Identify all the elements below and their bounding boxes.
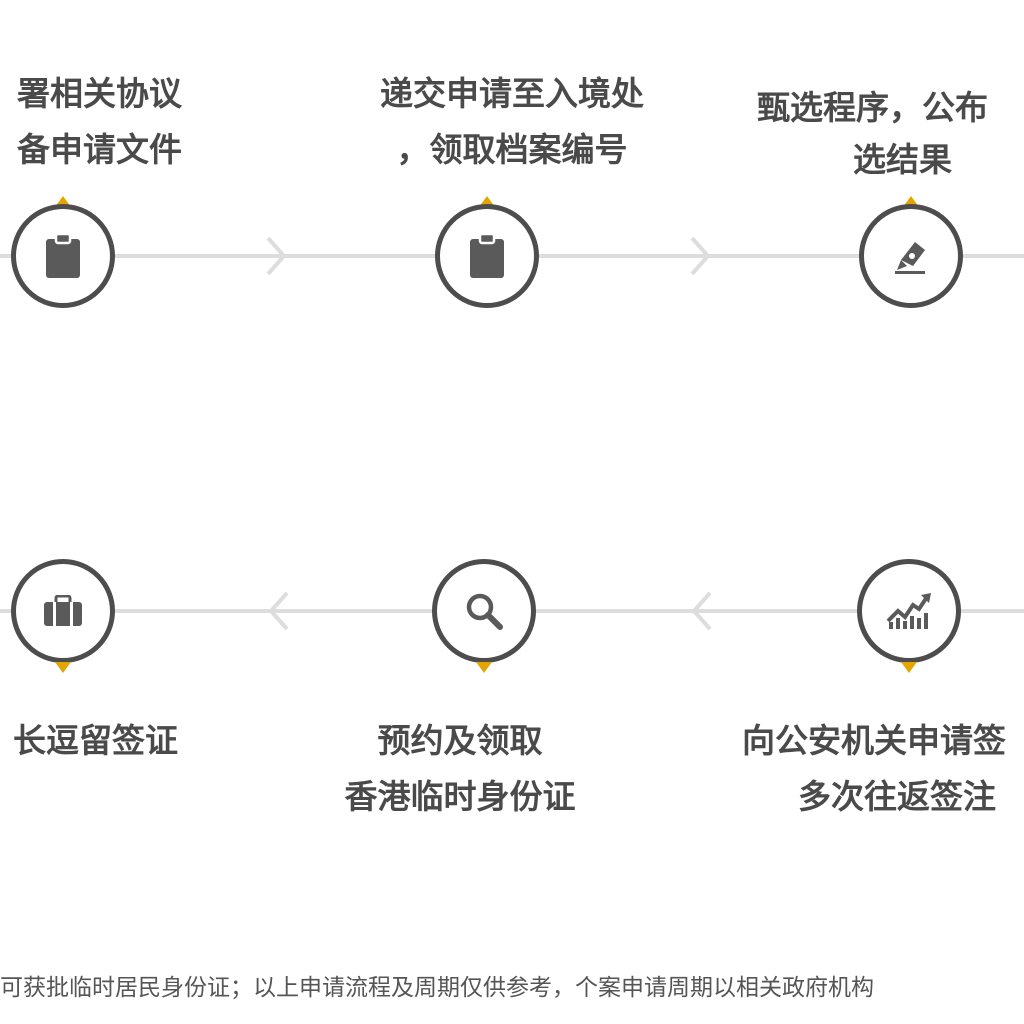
magnifier-icon bbox=[466, 593, 503, 630]
step-4-label: 向公安机关申请签 多次往返签注 bbox=[742, 713, 1006, 825]
step-4-label-line-1: 向公安机关申请签 bbox=[742, 721, 1006, 760]
step-6-label: 长逗留签证 bbox=[13, 713, 178, 769]
signing-pen-icon bbox=[895, 242, 925, 274]
step-6-node bbox=[11, 559, 115, 663]
step-1-label-line-2: 备申请文件 bbox=[17, 130, 182, 169]
footnote: 可获批临时居民身份证；以上申请流程及周期仅供参考，个案申请周期以相关政府机构 bbox=[0, 975, 874, 1001]
step-2-label: 递交申请至入境处 ，领取档案编号 bbox=[360, 66, 664, 178]
step-2-label-line-2: ，领取档案编号 bbox=[396, 130, 628, 169]
clipboard-icon bbox=[46, 233, 80, 278]
accent-marker bbox=[903, 196, 919, 207]
accent-marker bbox=[55, 662, 71, 673]
step-5-label-line-2: 香港临时身份证 bbox=[344, 777, 576, 816]
step-3-node bbox=[859, 204, 963, 308]
step-1-node bbox=[11, 204, 115, 308]
accent-marker bbox=[479, 196, 495, 207]
arrow-right-icon bbox=[266, 236, 287, 276]
step-5-label-line-1: 预约及领取 bbox=[377, 721, 543, 760]
accent-marker bbox=[476, 662, 492, 673]
arrow-left-icon bbox=[268, 591, 289, 631]
step-3-label-line-2: 选结果 bbox=[853, 140, 952, 179]
arrow-right-icon bbox=[690, 236, 711, 276]
step-2-node bbox=[435, 204, 539, 308]
briefcase-icon bbox=[44, 595, 82, 626]
step-3-label: 甄选程序，公布 选结果 bbox=[757, 82, 988, 186]
accent-marker bbox=[55, 196, 71, 207]
step-5-label: 预约及领取 香港临时身份证 bbox=[310, 713, 610, 825]
accent-marker bbox=[901, 662, 917, 673]
step-4-node bbox=[857, 559, 961, 663]
growth-chart-icon bbox=[886, 593, 931, 629]
step-5-node bbox=[432, 559, 536, 663]
step-1-label-line-1: 署相关协议 bbox=[17, 74, 182, 113]
step-3-label-line-1: 甄选程序，公布 bbox=[757, 88, 988, 127]
step-2-label-line-1: 递交申请至入境处 bbox=[380, 74, 644, 113]
arrow-left-icon bbox=[691, 591, 712, 631]
step-1-label: 署相关协议 备申请文件 bbox=[17, 66, 182, 178]
step-4-label-line-2: 多次往返签注 bbox=[798, 777, 996, 816]
step-6-label-line-1: 长逗留签证 bbox=[13, 721, 178, 760]
clipboard-icon bbox=[470, 233, 504, 278]
